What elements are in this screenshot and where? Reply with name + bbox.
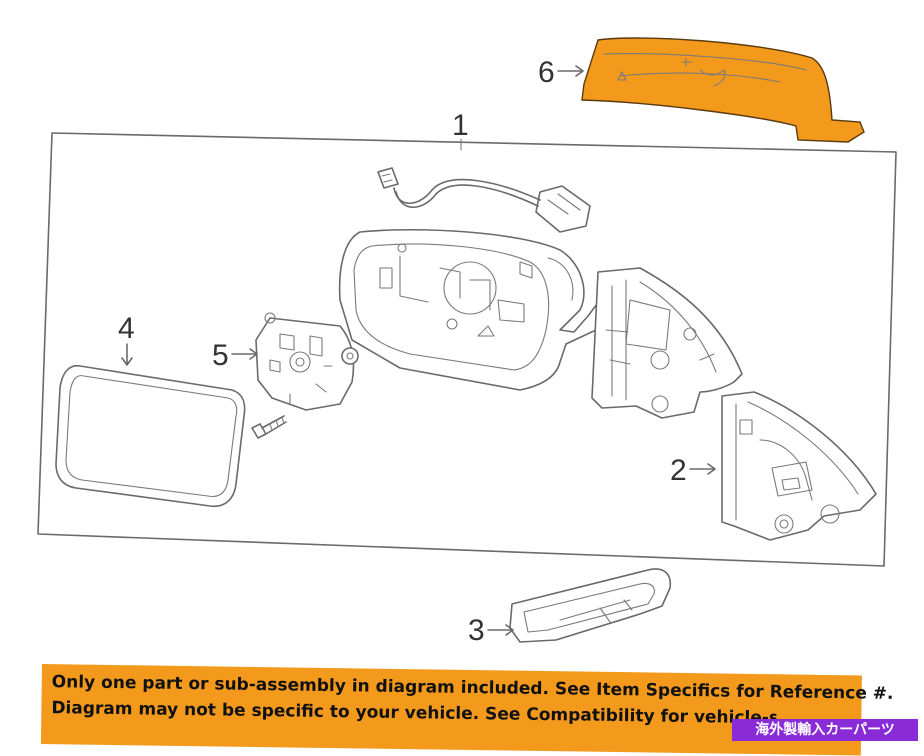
mirror-housing (338, 228, 601, 391)
callout-1-label: 1 (452, 109, 469, 142)
callout-2-label: 2 (670, 454, 687, 487)
callout-5-label: 5 (212, 339, 229, 372)
mirror-base-arm (591, 267, 743, 419)
notice-line-2: Diagram may not be specific to your vehi… (51, 698, 777, 729)
callout-3-arrow (487, 624, 514, 636)
callout-4-label: 4 (118, 312, 135, 345)
assembly-frame (37, 132, 897, 567)
brand-badge: 海外製輸入カーパーツ (732, 719, 918, 741)
actuator-motor-part-5 (255, 312, 359, 411)
wiring-harness (377, 167, 591, 233)
callout-5-arrow (231, 348, 258, 360)
callout-2-arrow (689, 463, 716, 475)
callout-3-label: 3 (468, 614, 485, 647)
mirror-cover-part-6 (581, 37, 865, 143)
callout-6-label: 6 (538, 56, 555, 89)
fitment-notice-banner: Only one part or sub-assembly in diagram… (40, 664, 894, 756)
turn-signal-lamp-part-3 (509, 568, 672, 643)
callout-6-arrow (557, 65, 584, 77)
mounting-screw (251, 415, 287, 439)
lower-cover-part-2 (721, 391, 877, 541)
callout-4-arrow (121, 343, 133, 366)
mirror-glass-part-4 (55, 364, 246, 508)
